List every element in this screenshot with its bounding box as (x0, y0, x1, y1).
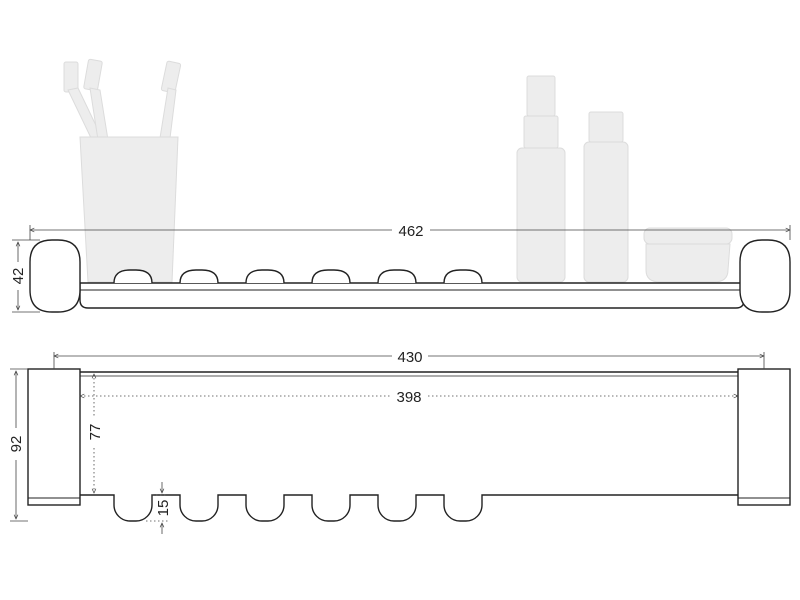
dimension-slot-depth: 15 (146, 482, 172, 534)
toothbrush-icon (63, 58, 182, 141)
dimension-label-92: 92 (8, 436, 25, 453)
dimension-label-77: 77 (87, 424, 104, 441)
accessories (63, 58, 733, 283)
dimension-depth: 92 (8, 368, 28, 522)
tray-front (79, 282, 745, 309)
cup-icon (79, 136, 179, 283)
dimension-label-398: 398 (396, 389, 421, 406)
front-view: 462 42 (10, 58, 791, 313)
top-view: 430 398 92 77 15 (8, 349, 791, 534)
dimension-inner-depth: 77 (87, 374, 104, 493)
dimension-label-15: 15 (155, 500, 172, 517)
dimension-label-462: 462 (398, 223, 423, 240)
wall-bracket-left (29, 239, 81, 313)
dimension-label-430: 430 (397, 349, 422, 366)
spray-bottle-icon (516, 75, 566, 283)
wall-bracket-right (739, 239, 791, 313)
bottle-icon (583, 111, 629, 283)
tray-slot-tops (113, 269, 483, 284)
dimension-shelf-length: 430 (54, 349, 764, 369)
jar-icon (643, 227, 733, 283)
bracket-top-right (737, 368, 791, 506)
bracket-top-left (27, 368, 81, 506)
dimension-label-42: 42 (10, 268, 27, 285)
dimension-bracket-height: 42 (10, 239, 40, 313)
dimension-inner-length: 398 (80, 389, 738, 406)
dimension-overall-length: 462 (30, 223, 790, 240)
